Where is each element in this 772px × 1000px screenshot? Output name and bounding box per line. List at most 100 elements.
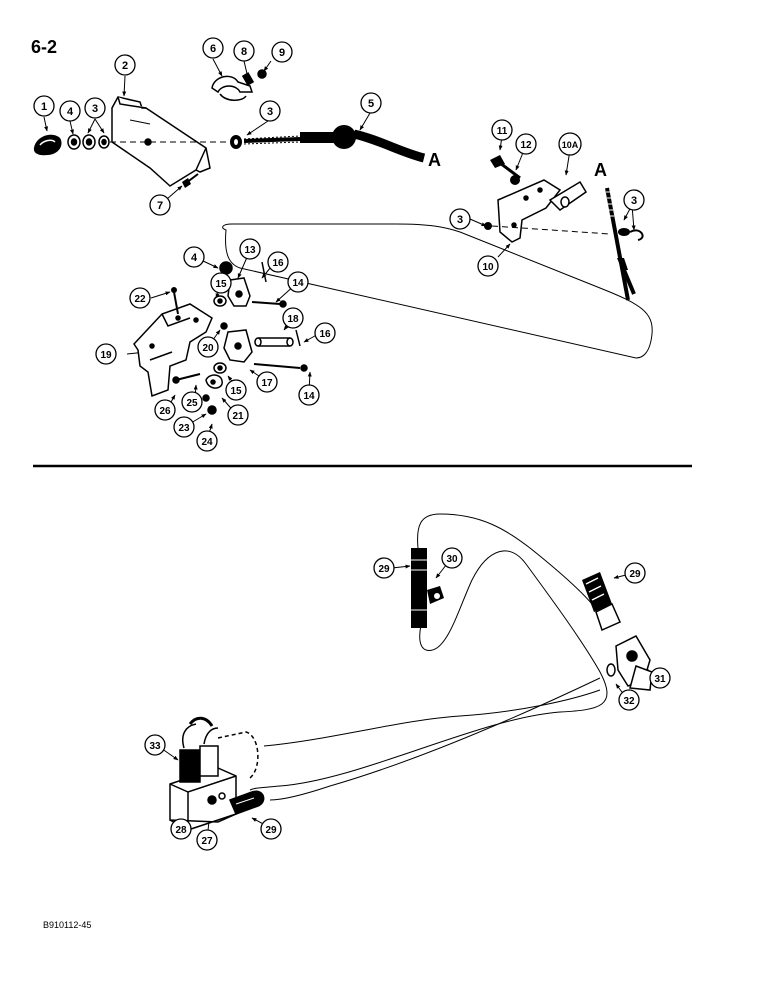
callout-label: 4 — [191, 252, 198, 264]
callout-33: 33 — [144, 734, 166, 756]
callout-label: 5 — [368, 98, 374, 110]
cable-nut — [230, 135, 242, 149]
callout-label: 11 — [497, 126, 508, 137]
callout-8: 8 — [233, 40, 255, 62]
valve-block — [169, 716, 265, 831]
callout-28: 28 — [170, 818, 192, 840]
callout-4: 4 — [59, 100, 81, 122]
callout-label: 15 — [230, 386, 242, 397]
callout-label: 4 — [67, 106, 74, 118]
callout-21: 21 — [227, 404, 249, 426]
plate-bracket — [497, 179, 588, 243]
callout-label: 23 — [178, 423, 190, 434]
connection-marker-a-right: A — [594, 160, 607, 180]
callout-13: 13 — [239, 238, 261, 260]
callout-label: 13 — [244, 245, 256, 256]
callout-4: 4 — [183, 246, 205, 268]
callout-label: 15 — [215, 279, 227, 290]
callout-14: 14 — [287, 271, 309, 293]
callout-2: 2 — [114, 54, 136, 76]
control-cable — [243, 125, 426, 163]
callout-25: 25 — [181, 391, 203, 413]
lever-bracket — [133, 303, 213, 398]
callout-22: 22 — [129, 287, 151, 309]
callout-3: 3 — [84, 97, 106, 119]
callout-6: 6 — [202, 37, 224, 59]
callout-3: 3 — [449, 208, 471, 230]
callout-3: 3 — [623, 189, 645, 211]
callout-label: 31 — [654, 674, 666, 685]
figure-code: B910112-45 — [43, 920, 92, 930]
callout-label: 29 — [629, 569, 641, 580]
callout-label: 17 — [261, 378, 273, 389]
callout-label: 28 — [175, 825, 187, 836]
screw-part — [182, 173, 199, 188]
callout-24: 24 — [196, 430, 218, 452]
callout-label: 14 — [303, 391, 315, 402]
tee-fitting — [411, 548, 444, 628]
callout-label: 3 — [457, 214, 463, 226]
callout-label: 1 — [41, 101, 47, 113]
hydraulic-lines — [249, 513, 608, 801]
callout-label: 32 — [623, 696, 635, 707]
callout-label: 33 — [149, 741, 161, 752]
callout-label: 25 — [186, 398, 198, 409]
callout-30: 30 — [441, 547, 463, 569]
callout-label: 20 — [202, 343, 214, 354]
callout-7: 7 — [149, 194, 171, 216]
callout-5: 5 — [360, 92, 382, 114]
elbow-fitting — [606, 635, 653, 691]
callout-26: 26 — [154, 399, 176, 421]
callout-3: 3 — [259, 100, 281, 122]
callout-label: 29 — [265, 825, 277, 836]
threaded-rod — [605, 187, 644, 301]
callout-label: 2 — [122, 60, 128, 72]
lever-arm-upper — [213, 261, 287, 308]
callout-23: 23 — [173, 416, 195, 438]
cable-routing-line — [222, 223, 653, 359]
callout-12: 12 — [515, 133, 537, 155]
callout-label: 12 — [520, 140, 532, 151]
callout-label: 18 — [287, 314, 299, 325]
callout-10: 10 — [477, 255, 499, 277]
callout-label: 6 — [210, 43, 216, 55]
callout-16: 16 — [314, 322, 336, 344]
connection-marker-a: A — [428, 150, 441, 170]
callout-15: 15 — [210, 272, 232, 294]
hose-fitting — [582, 572, 621, 632]
callout-label: 14 — [292, 278, 304, 289]
callout-17: 17 — [256, 371, 278, 393]
callout-1: 1 — [33, 95, 55, 117]
callout-label: 3 — [267, 106, 273, 118]
callout-label: 10A — [562, 140, 579, 150]
callout-10a: 10A — [558, 132, 582, 156]
leader-lines-top — [43, 58, 371, 200]
callout-label: 27 — [201, 836, 213, 847]
callout-16: 16 — [267, 251, 289, 273]
callout-15: 15 — [225, 379, 247, 401]
callout-label: 10 — [482, 262, 494, 273]
callout-label: 19 — [100, 350, 112, 361]
callout-label: 9 — [279, 47, 285, 59]
callout-29: 29 — [373, 557, 395, 579]
callout-18: 18 — [282, 307, 304, 329]
nut-washer-stack — [67, 134, 110, 150]
callout-27: 27 — [196, 829, 218, 851]
callout-32: 32 — [618, 689, 640, 711]
callout-label: 16 — [272, 258, 284, 269]
callout-20: 20 — [197, 336, 219, 358]
callout-29: 29 — [260, 818, 282, 840]
callout-label: 26 — [159, 406, 171, 417]
bolt-22 — [171, 287, 179, 315]
callout-9: 9 — [271, 41, 293, 63]
callout-14: 14 — [298, 384, 320, 406]
callout-label: 3 — [92, 103, 98, 115]
callout-29: 29 — [624, 562, 646, 584]
callout-label: 3 — [631, 195, 637, 207]
callout-layer: 1 4 3 2 6 8 9 3 5 7 11 12 10A 3 3 10 4 1… — [33, 37, 671, 851]
callout-label: 30 — [446, 554, 458, 565]
page-number: 6-2 — [31, 37, 58, 57]
callout-label: 16 — [319, 329, 331, 340]
cable-clamp — [211, 69, 267, 101]
